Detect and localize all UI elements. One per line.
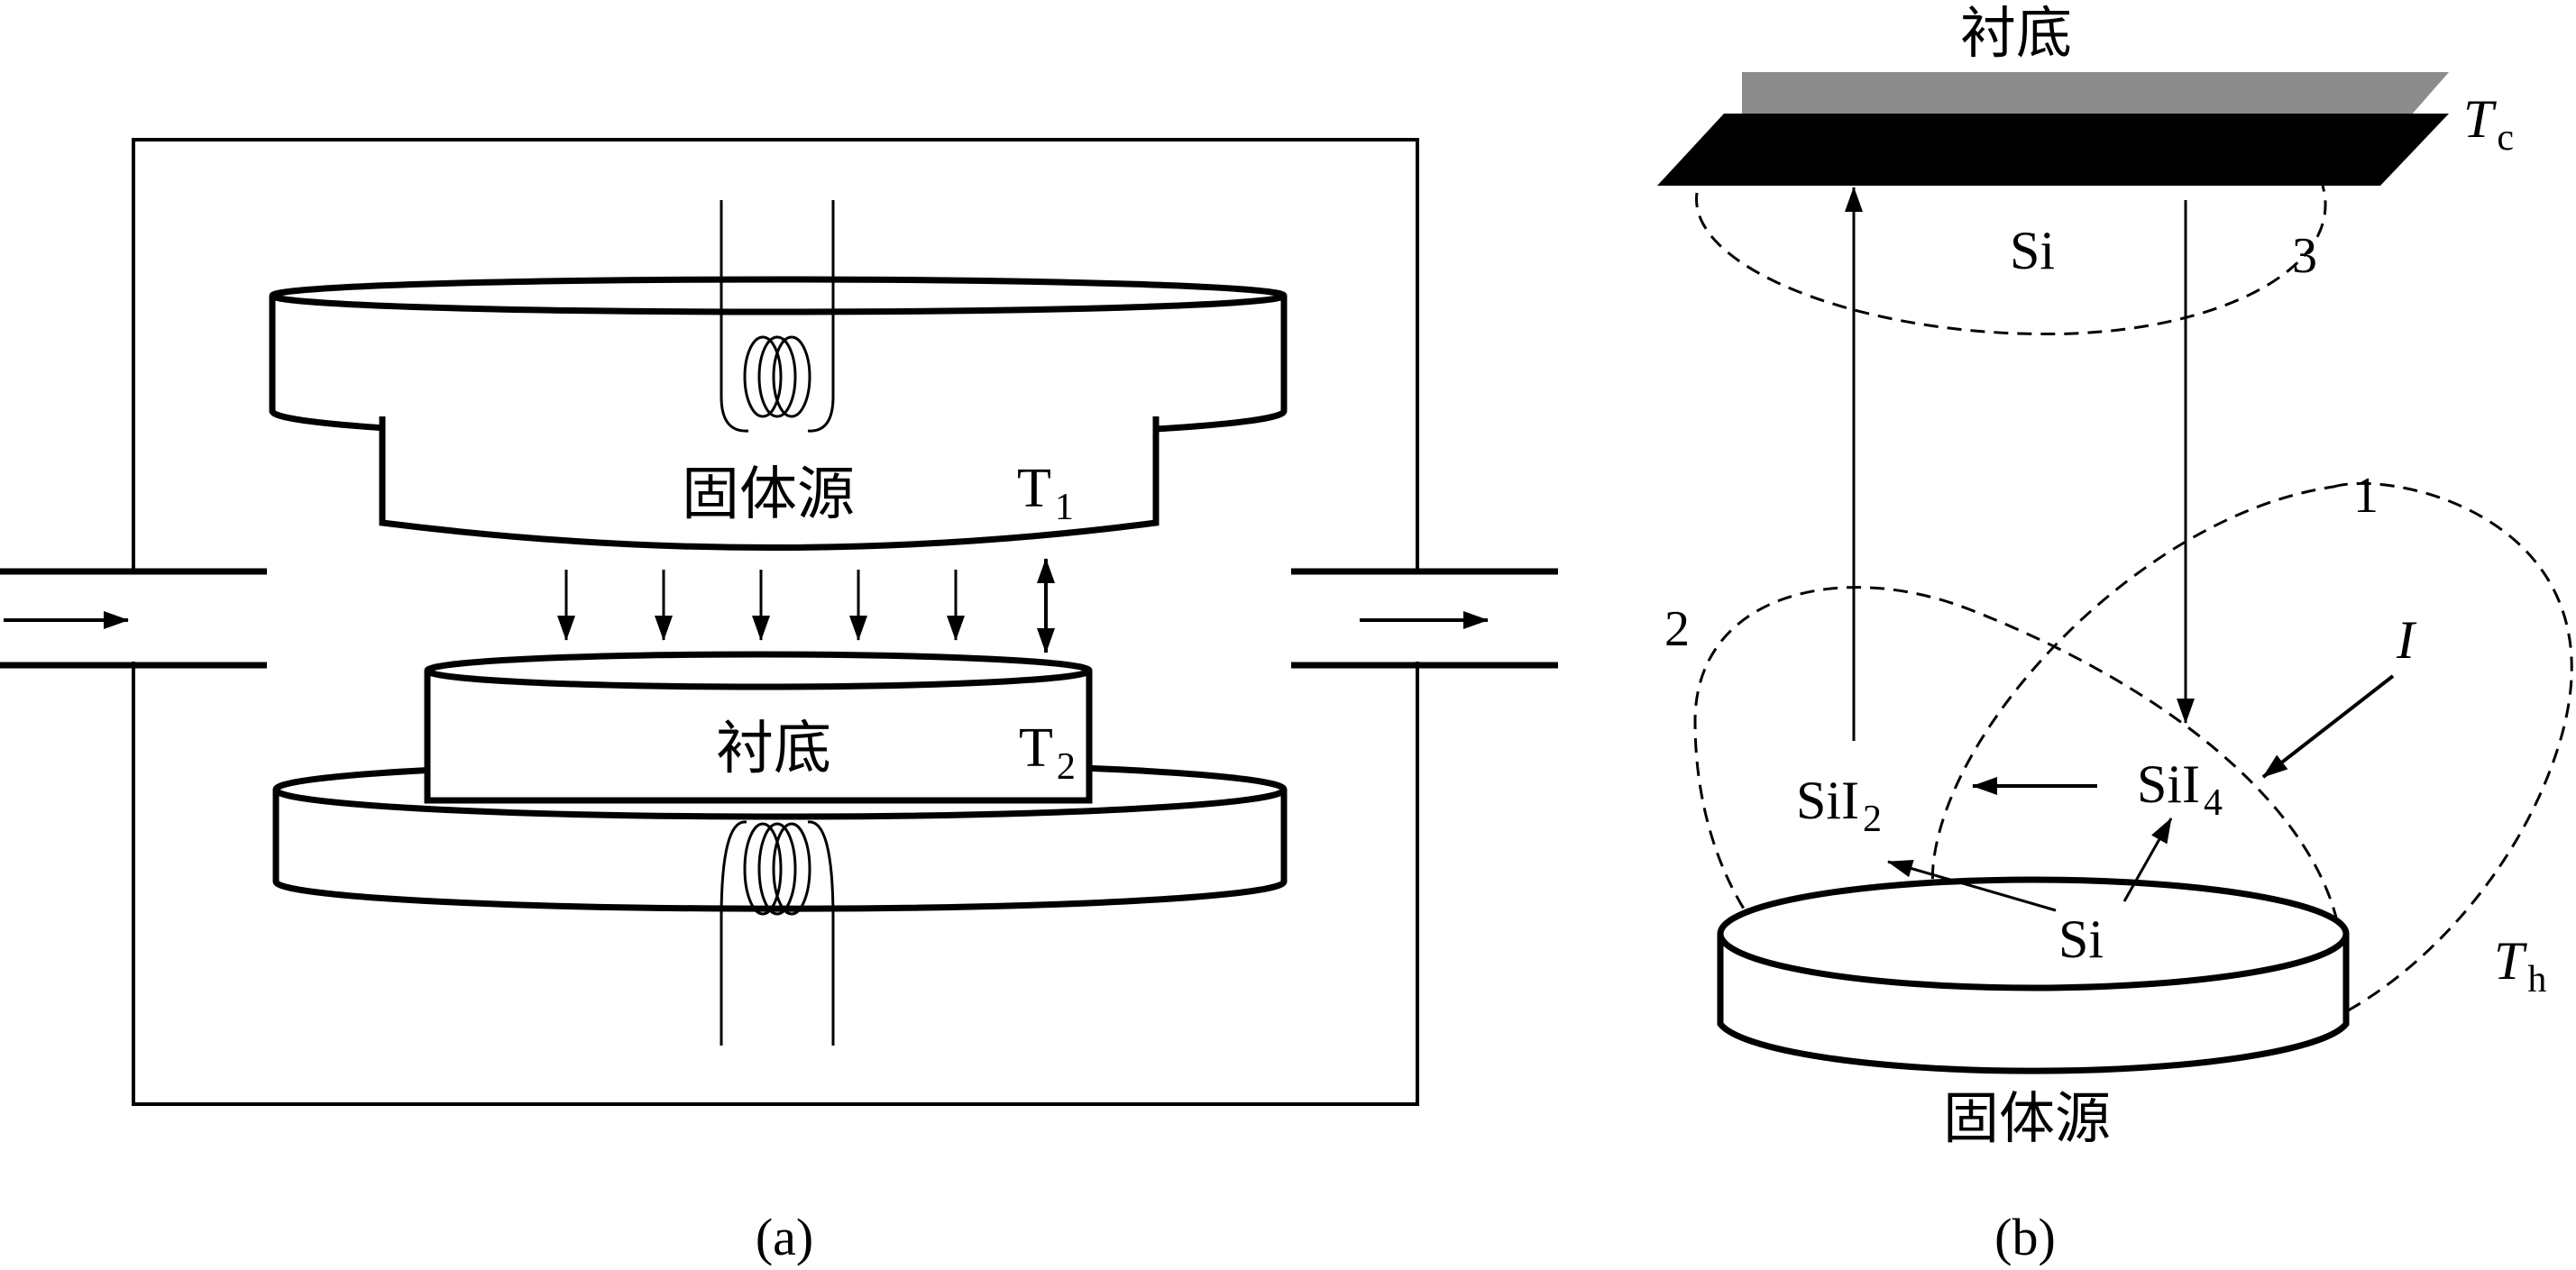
caption-a: (a) [756,1208,813,1266]
substrate-label-a: 衬底 [716,716,831,782]
source-temp-b: Th [2494,931,2546,1000]
substrate-plate-b [1657,72,2449,186]
substrate-plate [1657,114,2449,186]
sil2-label: SiI2 [1796,771,1882,840]
si-top: Si [2010,221,2055,280]
substrate-top-face [1742,72,2449,115]
panel-b: 衬底 Tc Si 3 1 2 I SiI2 SiI4 [1657,0,2573,1266]
flux-arrow [2261,674,2395,779]
upper-heating-coil [720,200,835,433]
vapor-flux-arrows [557,570,965,641]
lower-heating-coil [720,820,835,1046]
si-to-sil4-arrow [2122,818,2173,902]
si-to-sil2-arrow [1887,859,2057,912]
sil4-label: SiI4 [2137,754,2223,824]
upper-heater [269,276,1288,442]
substrate-temp-a: T2 [1019,717,1076,788]
substrate-label-b: 衬底 [1960,0,2072,66]
source-temp-a: T1 [1017,458,1074,528]
panel-a: 固体源 T1 [0,138,1560,1266]
si-bottom: Si [2058,909,2104,969]
cycle-1-label: 1 [2353,468,2379,524]
solid-source-b [1717,876,2350,1074]
cycle-2-label: 2 [1664,601,1690,657]
gas-inlet [0,568,270,669]
flux-label: I [2396,610,2417,670]
caption-b: (b) [1994,1208,2056,1266]
cycle-3-loop [1695,185,2327,336]
gas-outlet [1289,568,1560,669]
source-label-b: 固体源 [1943,1085,2111,1151]
substrate-temp-b: Tc [2463,89,2514,159]
cycle-3-label: 3 [2292,228,2317,284]
substrate-a: 衬底 T2 [424,651,1093,804]
source-label-a: 固体源 [682,461,855,528]
solid-source-a: 固体源 T1 [379,416,1160,551]
